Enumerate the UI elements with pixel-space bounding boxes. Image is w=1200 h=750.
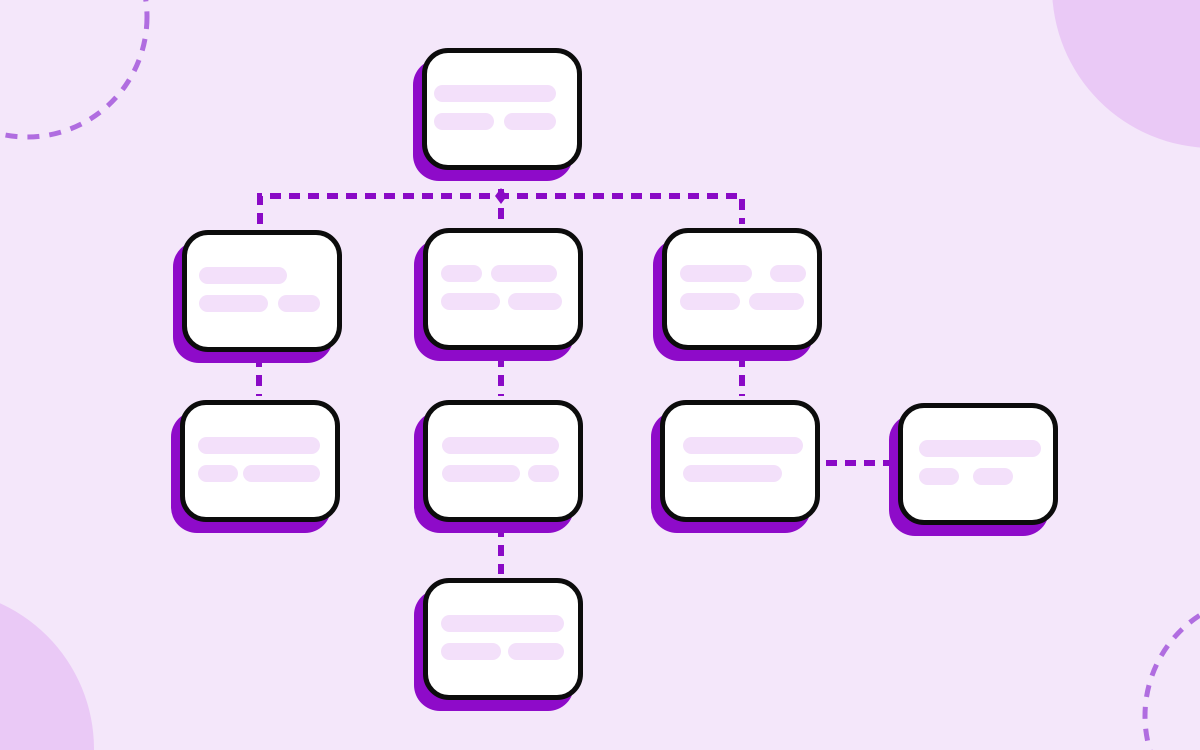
placeholder-text-bar <box>749 293 804 310</box>
placeholder-text-bar <box>683 437 803 454</box>
placeholder-text-bar <box>434 113 494 130</box>
placeholder-text-bar <box>441 615 564 632</box>
dashed-arc-top-left-icon <box>0 0 150 140</box>
flowchart-node-leaf-right <box>660 400 820 522</box>
corner-blob-bottom-left <box>0 603 94 750</box>
flowchart-node-branch-left <box>182 230 342 352</box>
placeholder-text-bar <box>528 465 559 482</box>
connector-junction-diamond-icon <box>495 188 507 204</box>
placeholder-text-bar <box>680 265 752 282</box>
placeholder-text-bar <box>198 465 238 482</box>
flowchart-node-leaf-center <box>423 400 583 522</box>
placeholder-text-bar <box>770 265 806 282</box>
flowchart-node-branch-center <box>423 228 583 350</box>
placeholder-text-bar <box>199 295 268 312</box>
placeholder-text-bar <box>508 643 564 660</box>
placeholder-text-bar <box>919 440 1041 457</box>
placeholder-text-bar <box>508 293 562 310</box>
corner-blob-top-right <box>1052 0 1200 148</box>
placeholder-text-bar <box>199 267 287 284</box>
placeholder-text-bar <box>243 465 320 482</box>
placeholder-text-bar <box>491 265 557 282</box>
placeholder-text-bar <box>441 265 482 282</box>
placeholder-text-bar <box>441 643 501 660</box>
placeholder-text-bar <box>442 437 559 454</box>
placeholder-text-bar <box>434 85 556 102</box>
placeholder-text-bar <box>278 295 320 312</box>
placeholder-text-bar <box>973 468 1013 485</box>
placeholder-text-bar <box>441 293 500 310</box>
placeholder-text-bar <box>504 113 556 130</box>
flowchart-node-leaf-left <box>180 400 340 522</box>
placeholder-text-bar <box>680 293 740 310</box>
flowchart-node-branch-right <box>662 228 822 350</box>
dashed-arc-bottom-right-icon <box>1142 612 1200 750</box>
placeholder-text-bar <box>442 465 520 482</box>
flowchart-node-root <box>422 48 582 170</box>
flowchart-node-leaf-far-right <box>898 403 1058 525</box>
placeholder-text-bar <box>198 437 320 454</box>
flowchart-node-leaf-bottom <box>423 578 583 700</box>
placeholder-text-bar <box>683 465 782 482</box>
placeholder-text-bar <box>919 468 959 485</box>
